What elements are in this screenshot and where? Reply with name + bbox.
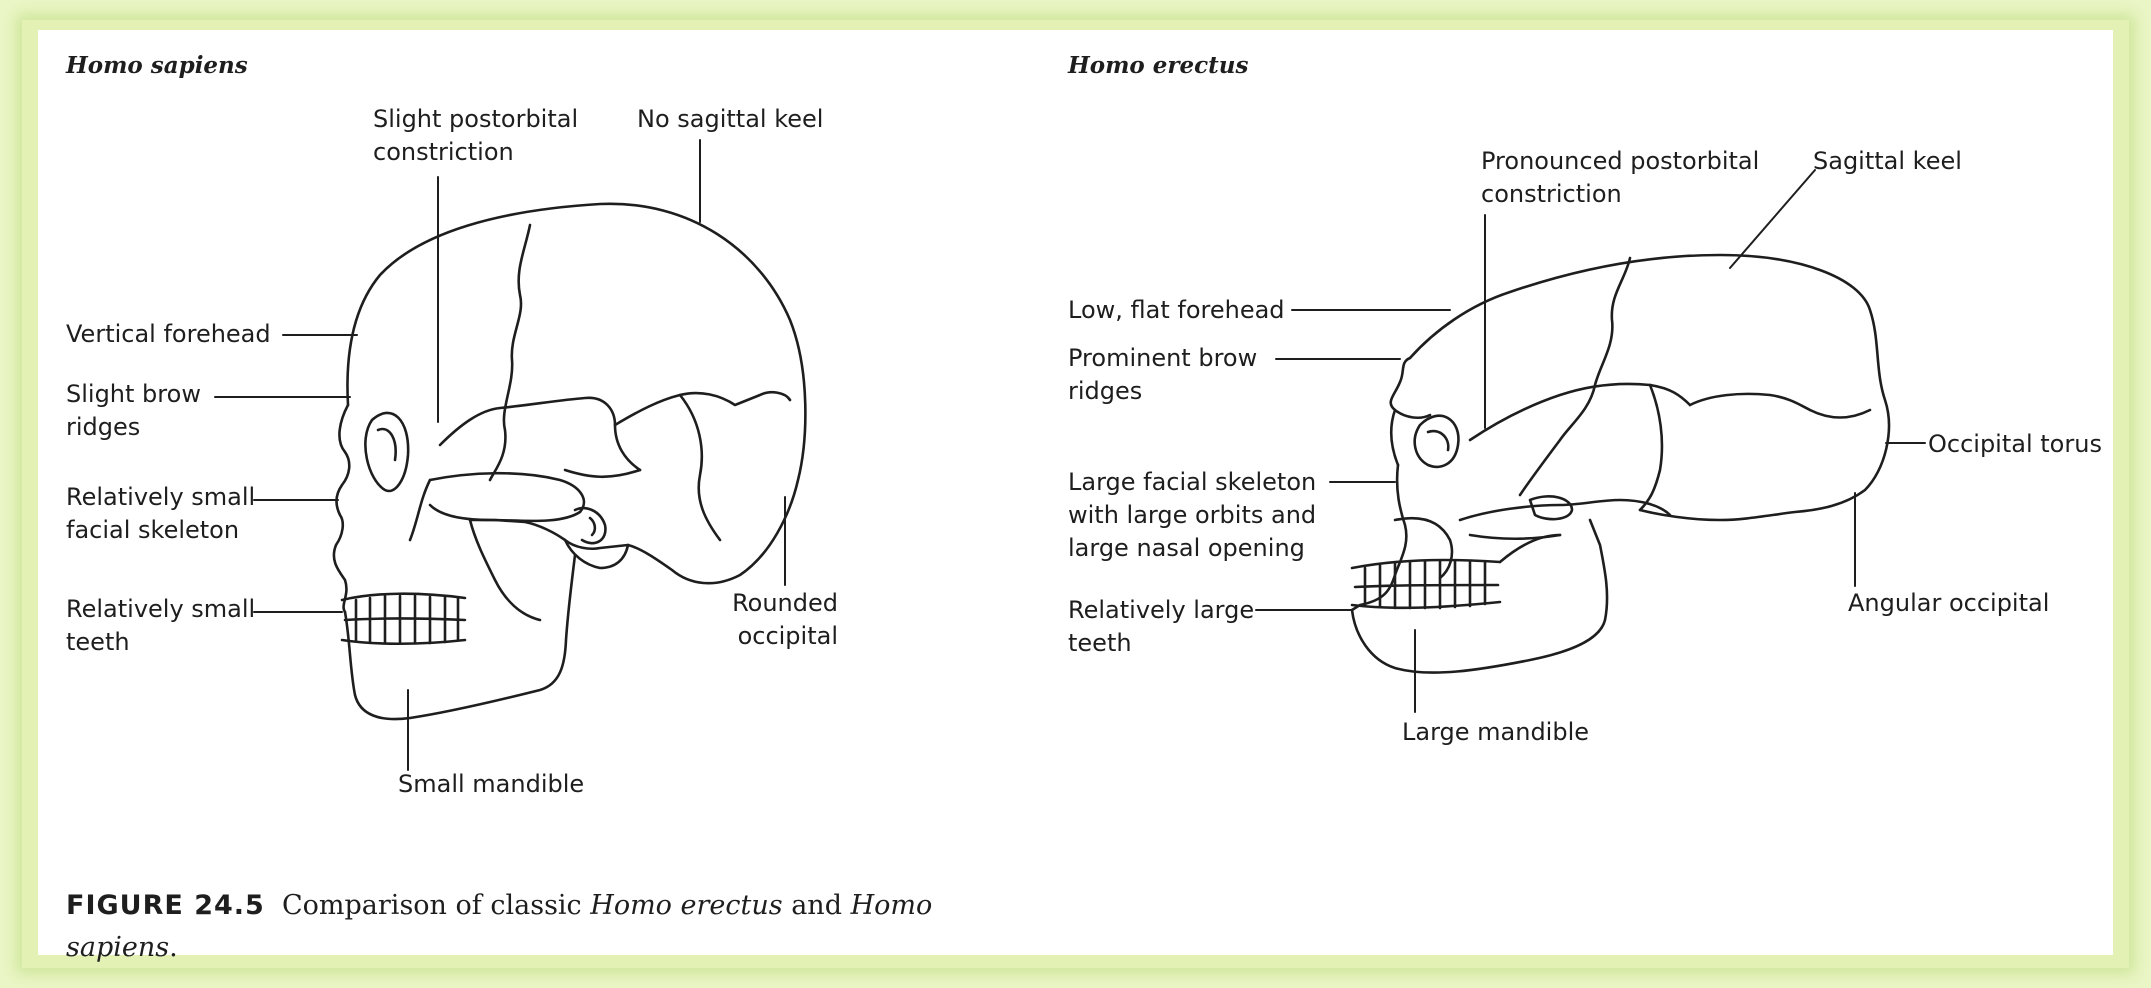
erectus-forehead-label: Low, flat forehead (1068, 294, 1285, 327)
sapiens-forehead-label: Vertical forehead (66, 318, 271, 351)
sapiens-facial-label: Relatively small facial skeleton (66, 481, 255, 547)
sapiens-leader-lines (215, 140, 785, 770)
caption-end: . (169, 932, 178, 963)
sapiens-occipital-label: Rounded occipital (700, 587, 838, 653)
erectus-sagittal-label: Sagittal keel (1813, 145, 1962, 178)
sapiens-brow-label: Slight brow ridges (66, 378, 201, 444)
caption-conjunction: and (791, 890, 842, 921)
erectus-brow-label: Prominent brow ridges (1068, 342, 1257, 408)
sapiens-teeth-label: Relatively small teeth (66, 593, 255, 659)
sapiens-postorbital-label: Slight postorbital constriction (373, 103, 578, 169)
figure-caption: FIGURE 24.5 Comparison of classic Homo e… (66, 885, 1026, 969)
caption-text: Comparison of classic (282, 890, 582, 921)
sapiens-sagittal-label: No sagittal keel (637, 103, 823, 136)
erectus-occipital-label: Angular occipital (1848, 587, 2049, 620)
erectus-teeth-label: Relatively large teeth (1068, 594, 1254, 660)
erectus-facial-label: Large facial skeleton with large orbits … (1068, 466, 1316, 565)
erectus-postorbital-label: Pronounced postorbital constriction (1481, 145, 1759, 211)
homo-erectus-skull-drawing (1352, 255, 1889, 673)
figure-number: FIGURE 24.5 (66, 890, 265, 921)
erectus-torus-label: Occipital torus (1928, 428, 2102, 461)
sapiens-mandible-label: Small mandible (398, 768, 584, 801)
erectus-mandible-label: Large mandible (1402, 716, 1589, 749)
homo-erectus-title: Homo erectus (1068, 52, 1248, 79)
homo-sapiens-title: Homo sapiens (66, 52, 248, 79)
caption-species-1: Homo erectus (590, 890, 782, 921)
